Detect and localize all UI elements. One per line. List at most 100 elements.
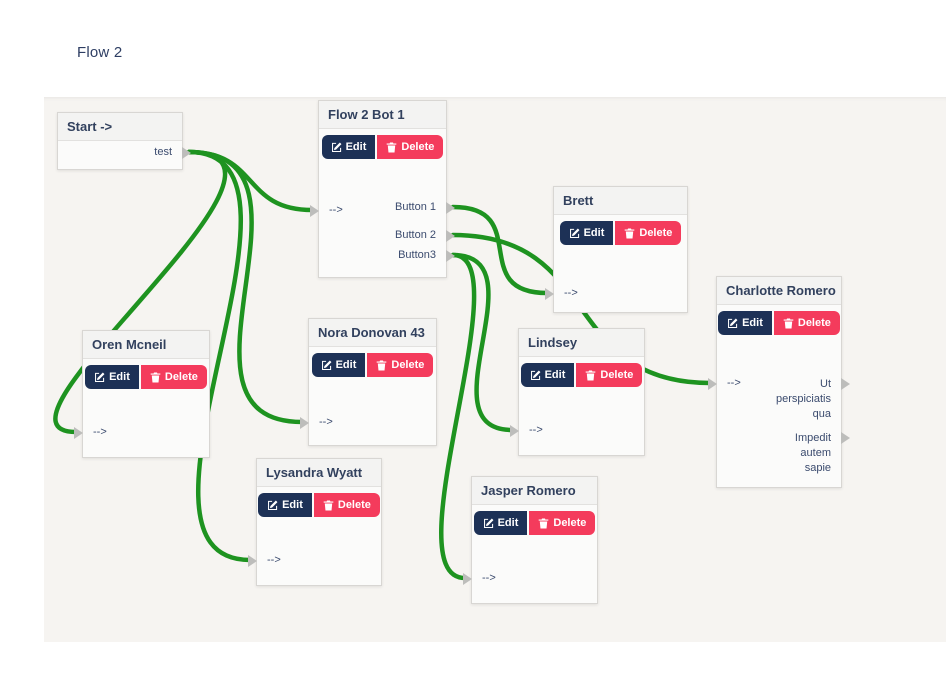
delete-label: Delete [553, 517, 587, 529]
trash-icon [783, 318, 794, 328]
input-label: --> [329, 204, 343, 216]
delete-button[interactable]: Delete [377, 135, 444, 159]
node-title: Brett [554, 187, 687, 215]
edit-button[interactable]: Edit [718, 311, 772, 335]
input-label: --> [482, 572, 496, 584]
node-title: Lysandra Wyatt [257, 459, 381, 487]
trash-icon [625, 228, 635, 238]
edit-button[interactable]: Edit [473, 511, 528, 535]
input-port[interactable] [463, 573, 472, 585]
input-port[interactable] [248, 555, 257, 567]
input-port[interactable] [310, 205, 319, 217]
delete-label: Delete [391, 359, 425, 371]
node-title: Lindsey [519, 329, 644, 357]
edit-button[interactable]: Edit [258, 493, 312, 517]
edit-label: Edit [282, 499, 303, 511]
page-title: Flow 2 [77, 44, 123, 61]
delete-label: Delete [639, 227, 673, 239]
delete-label: Delete [401, 141, 435, 153]
output-label-0: Ut perspiciatis qua [775, 378, 831, 420]
node-actions: Edit Delete [319, 135, 446, 159]
delete-button[interactable]: Delete [367, 353, 434, 377]
output-port-0[interactable] [446, 202, 455, 214]
edit-label: Edit [335, 359, 357, 371]
node-actions: Edit Delete [519, 363, 644, 387]
output-port-0[interactable] [182, 147, 191, 159]
trash-icon [150, 372, 161, 382]
output-port-0[interactable] [841, 378, 850, 390]
input-port[interactable] [510, 425, 519, 437]
edit-button[interactable]: Edit [321, 135, 376, 159]
node-actions: Edit Delete [83, 365, 209, 389]
node-actions: Edit Delete [717, 311, 841, 335]
node-nora[interactable]: Nora Donovan 43 Edit Delete --> [300, 318, 437, 446]
pencil-icon [483, 518, 494, 528]
pencil-icon [530, 370, 541, 380]
input-label: --> [727, 377, 741, 389]
output-label-0: Button 1 [395, 201, 436, 213]
edit-button[interactable]: Edit [559, 221, 614, 245]
trash-icon [586, 370, 596, 380]
pencil-icon [95, 372, 105, 382]
input-port[interactable] [708, 378, 717, 390]
edit-label: Edit [109, 371, 130, 383]
delete-button[interactable]: Delete [615, 221, 682, 245]
node-start[interactable]: Start ->test [57, 112, 191, 170]
input-label: --> [529, 424, 543, 436]
delete-button[interactable]: Delete [576, 363, 643, 387]
delete-button[interactable]: Delete [773, 311, 840, 335]
node-actions: Edit Delete [472, 511, 597, 535]
input-label: --> [564, 287, 578, 299]
input-label: --> [267, 554, 281, 566]
node-title: Oren Mcneil [83, 331, 209, 359]
node-title: Jasper Romero [472, 477, 597, 505]
pencil-icon [728, 318, 738, 328]
edit-label: Edit [497, 517, 519, 529]
node-title: Nora Donovan 43 [309, 319, 436, 347]
input-port[interactable] [300, 417, 309, 429]
edit-label: Edit [544, 369, 566, 381]
output-port-1[interactable] [841, 432, 850, 444]
input-label: --> [93, 426, 107, 438]
output-label-2: Button3 [398, 249, 436, 261]
pencil-icon [268, 500, 278, 510]
delete-button[interactable]: Delete [313, 493, 380, 517]
delete-label: Delete [337, 499, 371, 511]
delete-button[interactable]: Delete [529, 511, 596, 535]
delete-label: Delete [600, 369, 634, 381]
node-actions: Edit Delete [309, 353, 436, 377]
node-title: Charlotte Romero [717, 277, 841, 305]
edit-button[interactable]: Edit [520, 363, 575, 387]
output-port-2[interactable] [446, 250, 455, 262]
node-title: Flow 2 Bot 1 [319, 101, 446, 129]
trash-icon [323, 500, 334, 510]
edit-button[interactable]: Edit [85, 365, 139, 389]
node-flow2bot1[interactable]: Flow 2 Bot 1 Edit Delete --> Button 1 Button … [310, 100, 455, 278]
delete-label: Delete [164, 371, 198, 383]
input-port[interactable] [545, 288, 554, 300]
edit-button[interactable]: Edit [311, 353, 366, 377]
trash-icon [377, 360, 387, 370]
output-port-1[interactable] [446, 230, 455, 242]
output-label-1: Impedit autem sapie [794, 432, 831, 474]
node-actions: Edit Delete [257, 493, 381, 517]
delete-button[interactable]: Delete [140, 365, 207, 389]
edit-label: Edit [345, 141, 367, 153]
output-label-1: Button 2 [395, 229, 436, 241]
trash-icon [539, 518, 549, 528]
edit-label: Edit [742, 317, 763, 329]
edit-label: Edit [583, 227, 605, 239]
pencil-icon [321, 360, 332, 370]
input-label: --> [319, 416, 333, 428]
delete-label: Delete [797, 317, 831, 329]
input-port[interactable] [74, 427, 83, 439]
trash-icon [387, 142, 397, 152]
node-title: Start -> [58, 113, 182, 141]
